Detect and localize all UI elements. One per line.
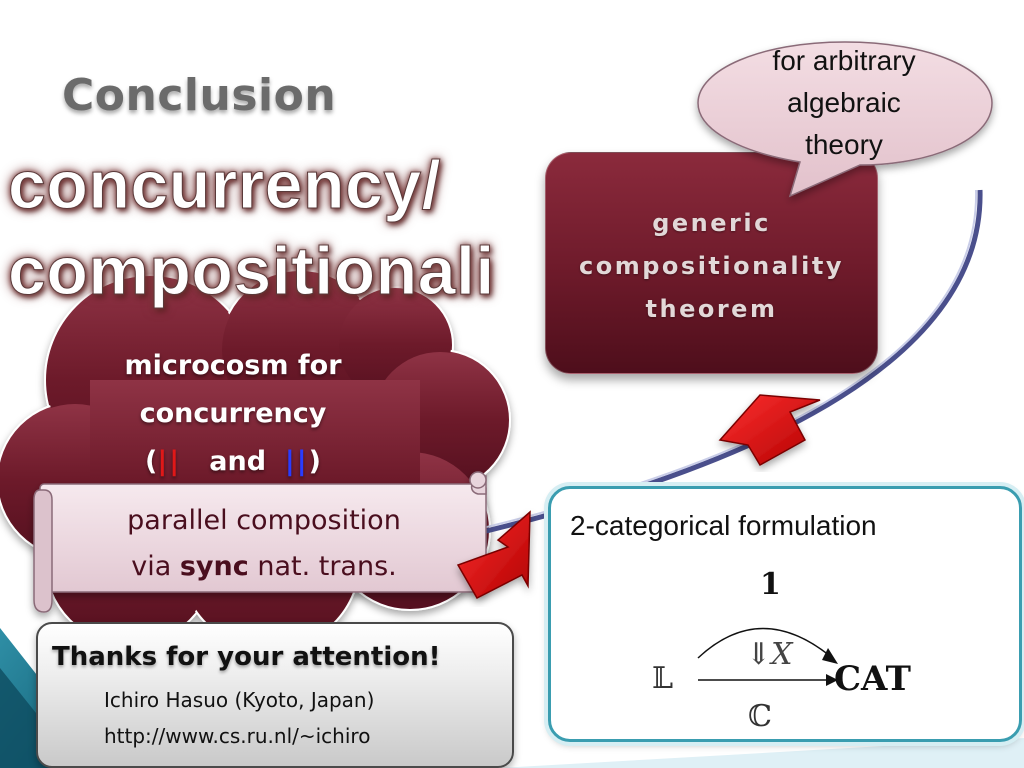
left-object-label: 𝕃	[652, 661, 673, 696]
close-paren: )	[308, 446, 321, 477]
right-object-label: CAT	[834, 659, 911, 699]
generic-line-1: generic	[652, 208, 771, 237]
categorical-heading: 2-categorical formulation	[570, 510, 877, 541]
author-line: Ichiro Hasuo (Kyoto, Japan)	[104, 688, 375, 712]
microcosm-line-1: microcosm for	[124, 350, 342, 381]
curved-arrow	[697, 627, 831, 659]
straight-arrowhead	[826, 674, 838, 686]
microcosm-line-2: concurrency	[139, 398, 327, 429]
speech-line-1: for arbitrary	[772, 45, 916, 76]
scroll-line-1: parallel composition	[127, 505, 401, 536]
top-object-label: 1	[760, 567, 781, 602]
scroll-rest: nat. trans.	[248, 551, 397, 582]
headline-line-1: concurrency/	[7, 147, 442, 224]
scroll-via: via	[131, 551, 180, 582]
speech-bubble-text: for arbitrary algebraic theory	[722, 40, 966, 166]
categorical-box	[548, 486, 1022, 742]
bottom-functor-label: ℂ	[748, 699, 772, 734]
scroll-sync: sync	[179, 551, 249, 582]
categorical-diagram: 1 ⇓X 𝕃 CAT ℂ	[652, 567, 911, 734]
microcosm-line-3: (|| and ||)	[88, 438, 378, 486]
scroll-line-2: via sync nat. trans.	[64, 544, 464, 590]
speech-line-2: algebraic	[787, 87, 901, 118]
red-parallel-bars: ||	[157, 446, 182, 477]
thanks-title: Thanks for your attention!	[52, 642, 441, 672]
and-word: and	[209, 446, 267, 477]
red-arrow-right	[718, 394, 821, 467]
microcosm-text: microcosm for concurrency (|| and ||)	[88, 342, 378, 486]
open-paren: (	[145, 446, 158, 477]
generic-theorem-box: generic compositionality theorem	[545, 152, 878, 374]
url-line: http://www.cs.ru.nl/~ichiro	[104, 724, 371, 748]
scroll-banner	[33, 471, 487, 613]
generic-line-2: compositionality	[579, 251, 844, 280]
speech-line-3: theory	[805, 129, 883, 160]
blue-parallel-bars: ||	[284, 446, 309, 477]
thanks-box	[36, 622, 514, 768]
bottom-band	[500, 738, 1024, 768]
slide-title: Conclusion	[62, 70, 337, 121]
transform-label: ⇓X	[746, 637, 794, 672]
generic-line-3: theorem	[645, 294, 778, 323]
headline-line-2: compositionali	[8, 233, 495, 310]
curved-arrowhead	[822, 648, 838, 664]
scroll-text: parallel composition via sync nat. trans…	[64, 498, 464, 590]
red-arrow-left	[456, 510, 531, 599]
